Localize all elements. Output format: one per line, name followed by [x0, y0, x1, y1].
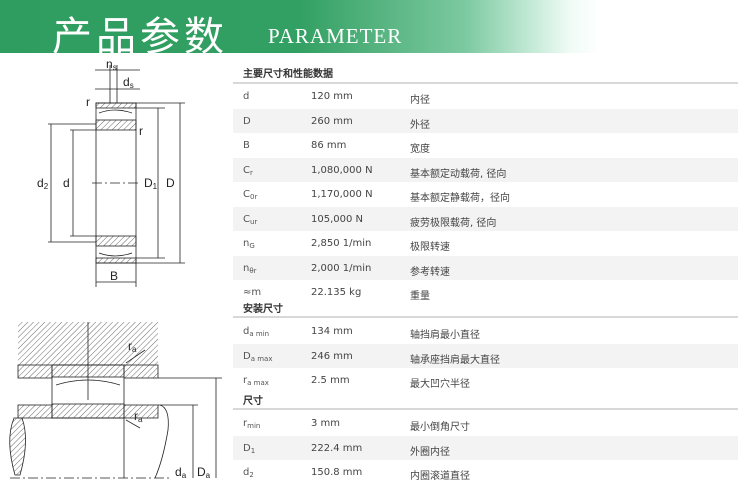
table-row: nθr 2,000 1/min 参考转速: [233, 255, 738, 280]
label-d: d: [63, 176, 70, 190]
param-symbol: D: [243, 115, 251, 127]
param-description: 参考转速: [410, 266, 450, 278]
label-r-inner: r: [139, 124, 143, 138]
param-value: 86 mm: [311, 140, 347, 151]
param-symbol: B: [243, 140, 250, 151]
table-row: d 120 mm 内径: [233, 84, 738, 108]
param-description: 内径: [410, 95, 430, 106]
param-value: 260 mm: [311, 115, 353, 127]
param-symbol: nG: [243, 238, 255, 250]
param-symbol: Cur: [243, 213, 258, 226]
param-description: 重量: [410, 291, 430, 302]
section-divider: [233, 82, 738, 84]
table-row: Cur 105,000 N 疲劳极限载荷, 径向: [233, 206, 738, 231]
param-description: 基本额定静载荷，径向: [410, 193, 510, 204]
param-value: 2.5 mm: [311, 375, 350, 386]
table-row: C0r 1,170,000 N 基本额定静载荷，径向: [233, 182, 738, 206]
param-value: 134 mm: [311, 326, 353, 337]
param-value: 105,000 N: [311, 213, 364, 225]
param-symbol: Da max: [243, 350, 273, 363]
table-row: D1 222.4 mm 外圈内径: [233, 435, 738, 460]
param-symbol: ≈m: [243, 287, 262, 298]
label-Da: Da: [197, 465, 211, 480]
param-value: 22.135 kg: [311, 287, 362, 298]
table-row: nG 2,850 1/min 极限转速: [233, 231, 738, 255]
label-r-top: r: [86, 95, 90, 109]
label-ns: ns: [106, 57, 117, 72]
param-description: 内圈滚道直径: [410, 471, 470, 482]
bearing-dimension-diagram: ns ds r r d2 d D1 D B: [37, 57, 185, 287]
banner: 产品参数 PARAMETER: [0, 0, 750, 60]
section-title: 尺寸: [243, 396, 263, 407]
param-symbol: rmin: [243, 418, 261, 430]
table-row: Cr 1,080,000 N 基本额定动载荷, 径向: [233, 157, 738, 182]
table-row: ra max 2.5 mm 最大凹穴半径: [233, 368, 738, 392]
param-symbol: Cr: [243, 164, 253, 177]
table-row: d2 150.8 mm 内圈滚道直径: [233, 460, 738, 484]
label-ds: ds: [123, 75, 134, 90]
param-value: 150.8 mm: [311, 467, 363, 478]
param-value: 1,080,000 N: [311, 164, 373, 176]
param-description: 最小倒角尺寸: [410, 422, 470, 433]
param-symbol: da min: [243, 326, 270, 338]
label-d2: d2: [37, 176, 49, 191]
table-row: rmin 3 mm 最小倒角尺寸: [233, 411, 738, 435]
table-row: Da max 246 mm 轴承座挡肩最大直径: [233, 343, 738, 368]
param-symbol: d2: [243, 467, 254, 479]
param-symbol: C0r: [243, 189, 258, 201]
param-description: 外径: [410, 119, 430, 131]
param-description: 轴挡肩最小直径: [410, 330, 480, 341]
param-symbol: d: [243, 91, 250, 102]
param-value: 222.4 mm: [311, 442, 363, 454]
section-divider: [233, 408, 738, 410]
param-symbol: ra max: [243, 375, 269, 387]
param-symbol: nθr: [243, 262, 257, 275]
banner-title-en: PARAMETER: [268, 24, 403, 48]
section-divider: [233, 316, 738, 318]
label-ra-bottom: ra: [134, 409, 143, 424]
param-value: 1,170,000 N: [311, 189, 373, 200]
table-row: B 86 mm 宽度: [233, 133, 738, 157]
param-value: 3 mm: [311, 418, 341, 429]
section-title: 主要尺寸和性能数据: [243, 69, 333, 80]
param-description: 外圈内径: [410, 446, 450, 458]
table-row: ≈m 22.135 kg 重量: [233, 280, 738, 302]
param-description: 基本额定动载荷, 径向: [410, 168, 507, 180]
table-row: D 260 mm 外径: [233, 108, 738, 133]
param-description: 宽度: [410, 144, 430, 155]
param-description: 轴承座挡肩最大直径: [410, 354, 500, 366]
param-symbol: D1: [243, 442, 256, 455]
label-da: da: [175, 465, 187, 480]
label-B: B: [110, 269, 118, 283]
param-description: 最大凹穴半径: [410, 379, 470, 390]
param-value: 120 mm: [311, 91, 353, 102]
banner-title-cn: 产品参数: [52, 14, 228, 60]
mounting-dimension-diagram: ra ra da Da: [9, 322, 222, 480]
label-D1: D1: [144, 176, 158, 191]
param-value: 246 mm: [311, 350, 353, 362]
param-value: 2,850 1/min: [311, 238, 372, 249]
label-ra-top: ra: [128, 339, 137, 354]
param-description: 疲劳极限载荷, 径向: [410, 217, 497, 229]
param-value: 2,000 1/min: [311, 262, 372, 274]
param-description: 极限转速: [410, 242, 450, 253]
section-title: 安装尺寸: [243, 304, 283, 315]
label-D: D: [166, 176, 175, 190]
table-row: da min 134 mm 轴挡肩最小直径: [233, 319, 738, 343]
